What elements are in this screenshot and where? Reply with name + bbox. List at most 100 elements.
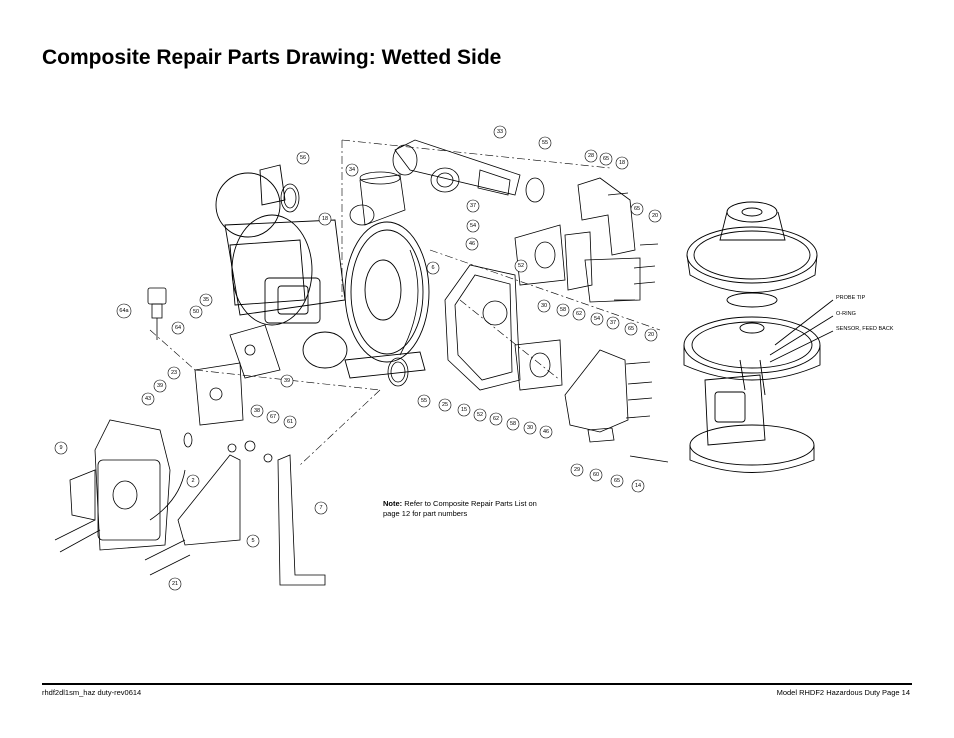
- svg-text:34: 34: [349, 167, 355, 173]
- callout-35: 35: [199, 293, 213, 307]
- svg-text:20: 20: [652, 213, 658, 219]
- elbow-part: [564, 177, 641, 303]
- bracket-5: [144, 454, 241, 576]
- callout-28: 28: [584, 149, 598, 163]
- callout-30: 30: [537, 299, 551, 313]
- callout-65: 65: [624, 322, 638, 336]
- callout-15: 15: [457, 403, 471, 417]
- svg-text:33: 33: [497, 129, 503, 135]
- svg-text:21: 21: [172, 581, 178, 587]
- svg-text:58: 58: [510, 421, 516, 427]
- callout-65: 65: [610, 474, 624, 488]
- muffler-housing: [54, 419, 186, 553]
- callout-29: 29: [570, 463, 584, 477]
- svg-text:43: 43: [145, 396, 151, 402]
- footer-doc-id: rhdf2dl1sm_haz duty-rev0614: [42, 688, 142, 697]
- callout-bubbles: 33 55 28 65 18 56 34 37 54 65 20 18 46 5…: [54, 125, 662, 591]
- callout-52: 52: [473, 408, 487, 422]
- svg-text:39: 39: [284, 378, 290, 384]
- svg-text:65: 65: [634, 206, 640, 212]
- svg-text:15: 15: [461, 407, 467, 413]
- svg-text:5: 5: [251, 538, 254, 544]
- callout-62: 62: [572, 307, 586, 321]
- label-probe-tip: PROBE TIP: [836, 295, 866, 301]
- svg-text:29: 29: [574, 467, 580, 473]
- callout-46: 46: [465, 237, 479, 251]
- callout-37: 37: [466, 199, 480, 213]
- svg-text:25: 25: [442, 402, 448, 408]
- callout-2: 2: [186, 474, 200, 488]
- svg-text:50: 50: [193, 309, 199, 315]
- callout-65: 65: [599, 152, 613, 166]
- label-o-ring: O-RING: [836, 311, 856, 317]
- valve-64a: [147, 287, 167, 340]
- svg-text:23: 23: [171, 370, 177, 376]
- callout-46: 46: [539, 425, 553, 439]
- svg-text:18: 18: [619, 160, 625, 166]
- svg-text:64a: 64a: [119, 308, 129, 314]
- svg-text:14: 14: [635, 483, 641, 489]
- svg-text:35: 35: [203, 297, 209, 303]
- callout-20: 20: [644, 328, 658, 342]
- svg-text:54: 54: [470, 223, 476, 229]
- svg-text:52: 52: [518, 263, 524, 269]
- note-text: Refer to Composite Repair Parts List on …: [383, 499, 537, 518]
- note-label: Note:: [383, 499, 403, 508]
- callout-38: 38: [250, 404, 264, 418]
- callout-30: 30: [523, 421, 537, 435]
- air-valve-block: [194, 324, 281, 426]
- svg-text:39: 39: [157, 383, 163, 389]
- callout-55: 55: [538, 136, 552, 150]
- callout-20: 20: [648, 209, 662, 223]
- callout-21: 21: [168, 577, 182, 591]
- callout-43: 43: [141, 392, 155, 406]
- callout-54: 54: [466, 219, 480, 233]
- page-title: Composite Repair Parts Drawing: Wetted S…: [42, 46, 502, 69]
- svg-text:6: 6: [431, 265, 434, 271]
- callout-9: 9: [54, 441, 68, 455]
- svg-text:28: 28: [588, 153, 594, 159]
- svg-text:62: 62: [576, 311, 582, 317]
- elbow-lower: [564, 349, 669, 463]
- callout-52: 52: [514, 259, 528, 273]
- callout-61: 61: [283, 415, 297, 429]
- svg-text:37: 37: [610, 320, 616, 326]
- svg-text:55: 55: [421, 398, 427, 404]
- svg-text:56: 56: [300, 155, 306, 161]
- callout-67: 67: [266, 410, 280, 424]
- label-sensor-feed-back: SENSOR, FEED BACK: [836, 326, 894, 332]
- callout-5: 5: [246, 534, 260, 548]
- callout-60: 60: [589, 468, 603, 482]
- svg-text:54: 54: [594, 316, 600, 322]
- callout-58: 58: [556, 303, 570, 317]
- footer-divider: [42, 683, 912, 685]
- callout-64a: 64a: [116, 303, 132, 319]
- callout-39: 39: [153, 379, 167, 393]
- svg-text:37: 37: [470, 203, 476, 209]
- svg-text:61: 61: [287, 419, 293, 425]
- parts-note: Note: Refer to Composite Repair Parts Li…: [383, 499, 553, 519]
- callout-62: 62: [489, 412, 503, 426]
- svg-text:67: 67: [270, 414, 276, 420]
- bracket-7: [277, 454, 326, 586]
- callout-54: 54: [590, 312, 604, 326]
- callout-25: 25: [438, 398, 452, 412]
- callout-33: 33: [493, 125, 507, 139]
- svg-text:60: 60: [593, 472, 599, 478]
- svg-text:30: 30: [541, 303, 547, 309]
- svg-text:55: 55: [542, 140, 548, 146]
- svg-text:65: 65: [628, 326, 634, 332]
- svg-text:7: 7: [319, 505, 322, 511]
- svg-text:30: 30: [527, 425, 533, 431]
- svg-text:52: 52: [477, 412, 483, 418]
- svg-text:65: 65: [614, 478, 620, 484]
- sensor-assembly: [683, 201, 834, 473]
- callout-18: 18: [318, 212, 332, 226]
- svg-text:46: 46: [543, 429, 549, 435]
- callout-23: 23: [167, 366, 181, 380]
- callout-55: 55: [417, 394, 431, 408]
- callout-34: 34: [345, 163, 359, 177]
- bolts-right-top: [607, 192, 659, 301]
- svg-text:58: 58: [560, 307, 566, 313]
